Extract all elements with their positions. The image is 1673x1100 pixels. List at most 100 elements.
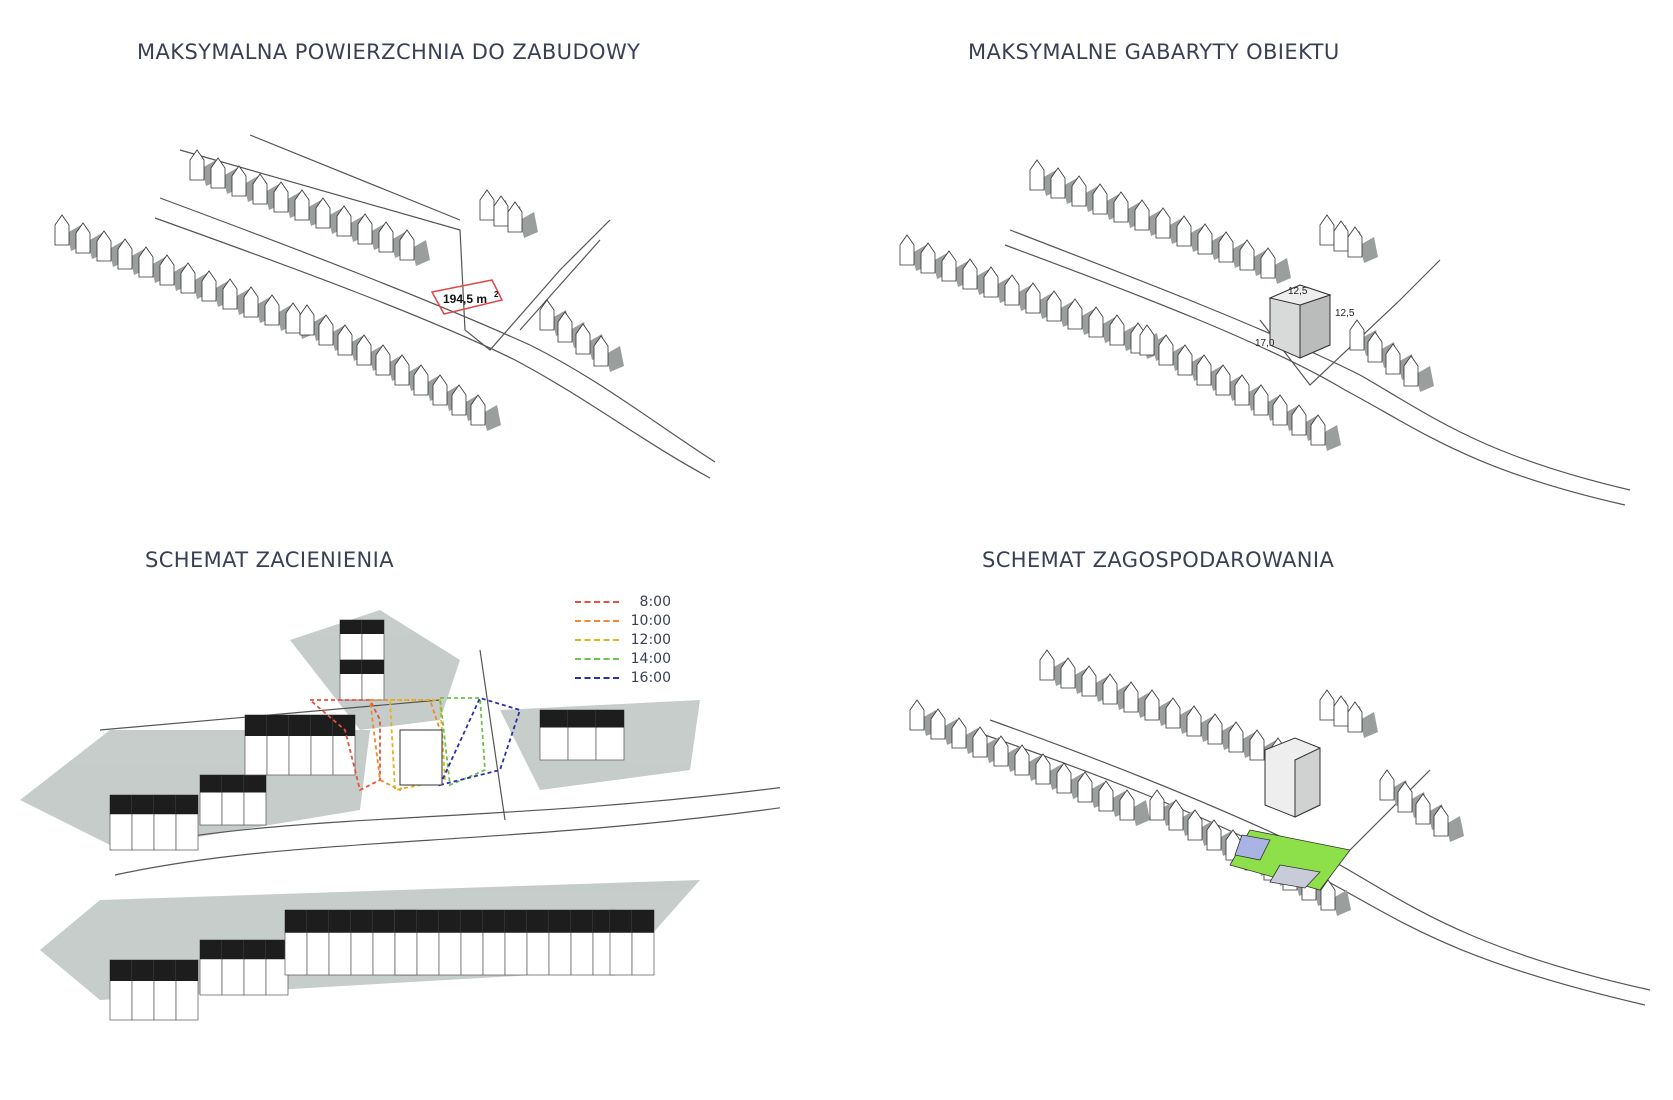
house-roof (244, 940, 266, 960)
legend-item: 16:00 (575, 668, 671, 687)
house-roof (593, 910, 615, 933)
house-roof (285, 910, 307, 933)
terraced-houses (909, 649, 1464, 916)
house-roof (200, 775, 222, 793)
planned-building-volume (1264, 737, 1321, 818)
house-roof (596, 710, 624, 728)
site-development-zones (1229, 829, 1351, 891)
house-roof (132, 960, 154, 981)
dimension-length-label: 17,0 (1255, 338, 1275, 349)
house (470, 394, 501, 431)
title-development-scheme: SCHEMAT ZAGOSPODAROWANIA (982, 548, 1335, 572)
house-roof (333, 715, 355, 736)
legend-swatch-8 (575, 600, 619, 603)
site-axonometric-area: 194,5 m 2 (54, 134, 716, 479)
house-roof (395, 910, 417, 933)
legend-item: 10:00 (575, 611, 671, 630)
house (399, 229, 430, 266)
house (1260, 247, 1291, 284)
legend-swatch-12 (575, 638, 619, 641)
dimension-width-label: 12,5 (1288, 286, 1308, 297)
site-axonometric-dimensions: 12,5 12,5 17,0 (899, 159, 1631, 506)
legend-time-label: 16:00 (630, 669, 671, 686)
house (593, 335, 624, 372)
house-roof (439, 910, 461, 933)
house-roof (610, 910, 632, 933)
legend-time-label: 14:00 (630, 650, 671, 667)
legend-time-label: 8:00 (639, 593, 671, 610)
house-roof (568, 710, 596, 728)
house-roof (267, 715, 289, 736)
house-roof (154, 960, 176, 981)
legend-swatch-14 (575, 657, 619, 660)
house-roof (362, 620, 384, 634)
legend-time-label: 12:00 (630, 631, 671, 648)
legend-time-label: 10:00 (630, 612, 671, 629)
house-roof (461, 910, 483, 933)
house-roof (340, 660, 362, 674)
house (1347, 701, 1378, 738)
house-roof (417, 910, 439, 933)
road-lines (1004, 229, 1631, 506)
roof-plan-houses (109, 619, 655, 1021)
max-volume-block (1268, 284, 1332, 359)
house-roof (266, 940, 288, 960)
title-max-building-area: MAKSYMALNA POWIERZCHNIA DO ZABUDOWY (137, 40, 641, 64)
legend-swatch-10 (575, 619, 619, 622)
panel-shading (0, 580, 780, 1100)
house-roof (373, 910, 395, 933)
road-lines (154, 134, 716, 479)
house-roof (505, 910, 527, 933)
house (1310, 414, 1341, 451)
house-roof (483, 910, 505, 933)
panel-object-dimensions: 12,5 12,5 17,0 (840, 0, 1670, 520)
house-roof (549, 910, 571, 933)
house (1433, 805, 1464, 842)
dimension-height-label: 12,5 (1335, 308, 1355, 319)
terraced-houses (899, 159, 1434, 451)
house-roof (571, 910, 593, 933)
house (1403, 355, 1434, 392)
house-roof (222, 775, 244, 793)
house (1347, 226, 1378, 263)
house-roof (632, 910, 654, 933)
area-value-label: 194,5 m (443, 292, 487, 306)
legend-item: 12:00 (575, 630, 671, 649)
house-roof (340, 620, 362, 634)
legend-item: 8:00 (575, 592, 671, 611)
house-roof (329, 910, 351, 933)
panel-development (850, 620, 1660, 1040)
house-roof (245, 715, 267, 736)
house-roof (289, 715, 311, 736)
house-roof (132, 795, 154, 815)
legend-item: 14:00 (575, 649, 671, 668)
shading-plan (20, 610, 780, 1021)
house-roof (540, 710, 568, 728)
terraced-houses (54, 149, 624, 431)
house-roof (200, 940, 222, 960)
site-axonometric-development (909, 649, 1651, 1006)
building-area-outline (430, 279, 504, 315)
house-roof (110, 960, 132, 981)
house-roof (176, 960, 198, 981)
shading-legend: 8:00 10:00 12:00 14:00 16:00 (575, 592, 671, 687)
house-roof (154, 795, 176, 815)
house-roof (362, 660, 384, 674)
house-roof (527, 910, 549, 933)
area-unit-superscript: 2 (494, 290, 499, 299)
title-max-object-dimensions: MAKSYMALNE GABARYTY OBIEKTU (968, 40, 1340, 64)
house-roof (311, 715, 333, 736)
house (1320, 879, 1351, 916)
house-roof (110, 795, 132, 815)
house-roof (307, 910, 329, 933)
planned-building-footprint (399, 729, 443, 786)
legend-swatch-16 (575, 676, 619, 679)
panel-building-area: 194,5 m 2 (0, 0, 800, 520)
house (507, 201, 538, 238)
house-roof (244, 775, 266, 793)
house-roof (176, 795, 198, 815)
house (1119, 789, 1150, 826)
house-roof (351, 910, 373, 933)
house-roof (222, 940, 244, 960)
title-shading-scheme: SCHEMAT ZACIENIENIA (145, 548, 394, 572)
